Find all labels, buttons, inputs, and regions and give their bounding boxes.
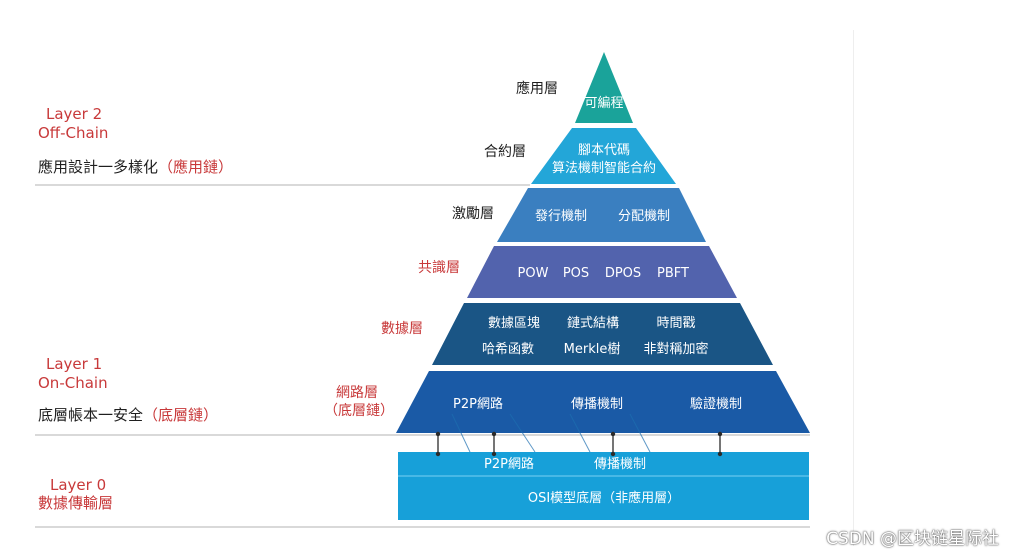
layer0-title: Layer 0 <box>50 476 107 494</box>
base-item-propagation: 傳播機制 <box>593 457 647 472</box>
layer2-desc-note: （應用鏈） <box>158 158 234 176</box>
level-label-network-note: （底層鏈） <box>324 403 394 419</box>
base-item-osi: OSI模型底層（非應用層） <box>527 491 681 506</box>
contract-item-script-code: 腳本代碼 <box>577 143 631 158</box>
incentive-item-issuance: 發行機制 <box>534 209 588 224</box>
consensus-item-dpos: DPOS <box>604 266 642 281</box>
data-item-merkle: Merkle樹 <box>563 342 621 357</box>
divider-layer2 <box>35 184 530 186</box>
pyramid-tier-incentive <box>497 188 706 242</box>
layer1-desc-main: 底層帳本一安全 <box>38 406 144 424</box>
incentive-item-distribution: 分配機制 <box>617 209 671 224</box>
network-item-propagation: 傳播機制 <box>570 397 624 412</box>
level-label-data: 數據層 <box>381 321 423 337</box>
layer2-subtitle: Off-Chain <box>38 124 109 142</box>
layer1-title: Layer 1 <box>46 355 103 373</box>
data-item-asymmetric: 非對稱加密 <box>643 342 709 357</box>
consensus-item-pos: POS <box>562 266 590 281</box>
base-layer <box>398 452 809 520</box>
pyramid-tier-contract <box>531 128 676 184</box>
level-label-app: 應用層 <box>516 81 558 97</box>
data-item-timestamp: 時間戳 <box>656 316 696 331</box>
pyramid-tier-consensus <box>467 246 737 298</box>
level-label-incentive: 激勵層 <box>452 206 494 222</box>
pyramid-tier-data <box>432 303 773 365</box>
consensus-item-pow: POW <box>517 266 549 281</box>
network-item-p2p: P2P網路 <box>453 397 503 412</box>
base-item-p2p: P2P網路 <box>484 457 534 472</box>
divider-layer0 <box>35 526 810 528</box>
level-label-network: 網路層 <box>336 385 378 401</box>
pyramid-tier-network <box>396 371 810 433</box>
level-label-consensus: 共識層 <box>418 260 460 276</box>
divider-layer1 <box>35 434 810 436</box>
consensus-item-pbft: PBFT <box>657 266 689 281</box>
data-item-hash: 哈希函數 <box>481 342 535 357</box>
layer2-title: Layer 2 <box>46 105 103 123</box>
data-item-chain: 鏈式結構 <box>566 316 620 331</box>
pyramid-tier-app <box>575 52 633 123</box>
connector-lines <box>437 434 721 454</box>
app-item-programmable: 可編程 <box>584 96 624 111</box>
layer1-desc-note: （底層鏈） <box>143 406 219 424</box>
watermark: CSDN @区块链星际社 <box>826 529 999 549</box>
layer2-description: 應用設計一多樣化（應用鏈） <box>38 157 233 177</box>
connector-dots <box>435 431 723 457</box>
data-item-block: 數據區塊 <box>487 316 541 331</box>
network-item-verification: 驗證機制 <box>689 397 743 412</box>
layer2-desc-main: 應用設計一多樣化 <box>38 158 159 176</box>
base-diagonal-lines <box>451 413 651 453</box>
layer1-subtitle: On-Chain <box>38 374 108 392</box>
layer1-description: 底層帳本一安全（底層鏈） <box>38 405 218 425</box>
level-label-contract: 合約層 <box>484 144 526 160</box>
layer0-subtitle: 數據傳輸層 <box>38 494 114 512</box>
contract-item-smart-contract: 算法機制智能合約 <box>551 161 657 176</box>
